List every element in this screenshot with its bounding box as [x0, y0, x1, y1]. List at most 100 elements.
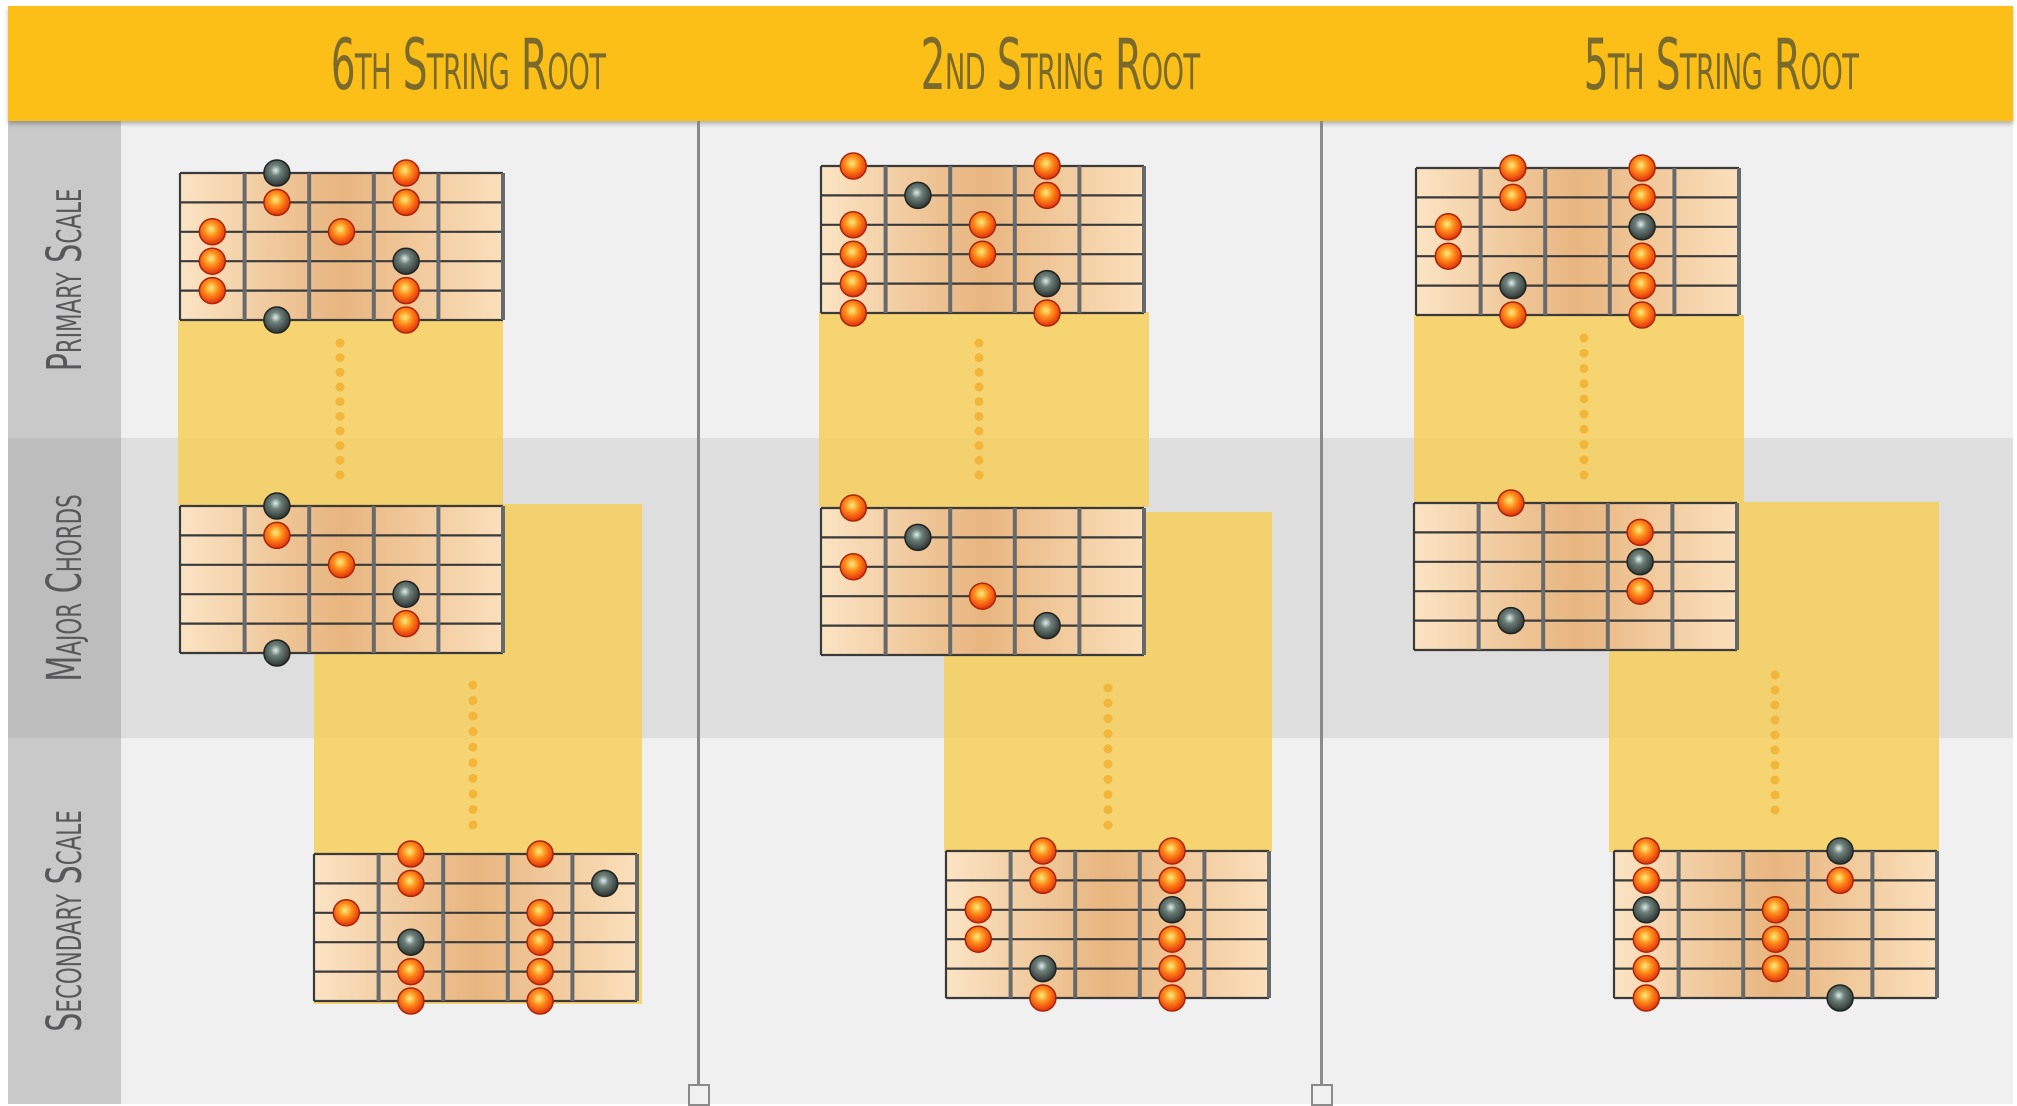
dotted-connector-0-0-9 — [335, 470, 345, 480]
fretboard-c2-r0-note-dot-2 — [1499, 183, 1527, 212]
fretboard-c2-r2-note-dot-3 — [1826, 866, 1854, 895]
fretboard-c0-r2-note-dot-7 — [526, 928, 554, 956]
dotted-connector-2-0-7 — [1579, 440, 1589, 450]
fretboard-c0-r0-root-dot-10 — [263, 306, 291, 334]
column-divider-1 — [697, 121, 700, 1096]
fretboard-c2-r0-note-dot-1 — [1628, 154, 1656, 182]
column-title-2nd-string: 2nd String Root — [920, 24, 1200, 106]
fretboard-c2-r1 — [1414, 503, 1737, 650]
fretboard-c0-r0 — [180, 173, 503, 320]
fretboard-c2-r0-note-dot-10 — [1499, 301, 1527, 329]
dotted-connector-0-1-2 — [468, 711, 478, 721]
fretboard-c2-r2-note-dot-2 — [1632, 866, 1661, 895]
fretboard-c0-r2-note-dot-5 — [526, 899, 554, 927]
fretboard-c1-r0-note-dot-11 — [1033, 299, 1061, 327]
fretboard-c2-r1-root-dot-4 — [1497, 606, 1525, 635]
dotted-connector-2-0-6 — [1579, 424, 1589, 434]
fretboard-c1-r2-note-dot-7 — [1158, 925, 1186, 953]
fretboard-c2-r0 — [1416, 168, 1739, 315]
dotted-connector-1-1-0 — [1103, 683, 1113, 693]
dotted-connector-2-0-4 — [1579, 394, 1589, 404]
fretboard-c1-r2-note-dot-9 — [1158, 954, 1186, 983]
dotted-connector-2-1-1 — [1770, 685, 1780, 695]
fretboard-c1-r2-note-dot-10 — [1029, 984, 1057, 1012]
fretboard-c0-r0-note-dot-5 — [327, 218, 356, 246]
dotted-connector-2-1-6 — [1770, 760, 1780, 770]
fretboard-c1-r2-root-dot-5 — [1158, 896, 1186, 924]
dotted-connector-1-0-9 — [974, 470, 984, 480]
row-header-major: Major Chords — [8, 438, 121, 738]
fretboard-c0-r0-note-dot-2 — [263, 188, 291, 217]
fretboard-c1-r0-note-dot-6 — [839, 240, 868, 268]
fretboard-c2-r2-root-dot-4 — [1632, 896, 1661, 924]
dotted-connector-1-1-7 — [1103, 790, 1113, 800]
dotted-connector-1-0-4 — [974, 397, 984, 407]
dotted-connector-0-1-0 — [468, 680, 478, 690]
dotted-connector-2-0-8 — [1579, 455, 1589, 465]
fretboard-c2-r1-note-dot-0 — [1497, 489, 1525, 517]
dotted-connector-1-0-2 — [974, 367, 984, 377]
dotted-connector-0-1-8 — [468, 804, 478, 814]
highlight-zone-2-0 — [1414, 315, 1744, 503]
dotted-connector-2-1-9 — [1770, 805, 1780, 815]
fretboard-c0-r1-root-dot-3 — [392, 580, 420, 608]
dotted-connector-2-1-2 — [1770, 700, 1780, 710]
dotted-connector-2-1-7 — [1770, 775, 1780, 785]
fretboard-c0-r1-root-dot-5 — [263, 639, 291, 667]
fretboard-c0-r1-root-dot-0 — [263, 492, 291, 520]
fretboard-c0-r0-note-dot-1 — [392, 159, 420, 187]
dotted-connector-1-1-5 — [1103, 759, 1113, 769]
dotted-connector-2-1-8 — [1770, 790, 1780, 800]
dotted-connector-1-1-8 — [1103, 805, 1113, 815]
fretboard-c1-r1 — [821, 508, 1144, 655]
dotted-connector-1-0-7 — [974, 441, 984, 451]
fretboard-c2-r0-note-dot-7 — [1628, 242, 1656, 270]
fretboard-c1-r0-note-dot-10 — [839, 299, 868, 327]
fretboard-c2-r2-root-dot-1 — [1826, 837, 1854, 865]
dotted-connector-1-1-1 — [1103, 698, 1113, 708]
fretboard-c2-r2-note-dot-5 — [1761, 896, 1790, 924]
fretboard-c0-r0-root-dot-7 — [392, 247, 420, 275]
dotted-connector-0-1-4 — [468, 742, 478, 752]
fretboard-c0-r0-note-dot-6 — [198, 247, 227, 275]
fretboard-c0-r2-note-dot-0 — [397, 840, 425, 868]
dotted-connector-0-0-7 — [335, 441, 345, 451]
fretboard-c1-r2-note-dot-1 — [1158, 837, 1186, 865]
fretboard-c0-r2-note-dot-2 — [397, 869, 425, 898]
fretboard-c2-r0-root-dot-5 — [1628, 213, 1656, 241]
dotted-connector-0-1-3 — [468, 727, 478, 737]
fretboard-c0-r0-note-dot-9 — [392, 276, 420, 305]
dotted-connector-1-1-3 — [1103, 729, 1113, 739]
fretboard-c2-r0-note-dot-6 — [1434, 242, 1463, 270]
fretboard-c1-r1-root-dot-1 — [904, 523, 932, 552]
fretboard-c2-r1-note-dot-1 — [1626, 518, 1654, 547]
fretboard-c2-r2-root-dot-11 — [1826, 984, 1854, 1012]
dotted-connector-0-1-9 — [468, 820, 478, 830]
dotted-connector-2-0-1 — [1579, 348, 1589, 358]
fretboard-c2-r0-root-dot-8 — [1499, 271, 1527, 300]
fretboard-c1-r0-note-dot-4 — [839, 211, 868, 239]
fretboard-c2-r0-note-dot-4 — [1434, 213, 1463, 241]
fretboard-c2-r1-root-dot-2 — [1626, 548, 1654, 576]
fretboard-c1-r1-note-dot-3 — [968, 582, 997, 610]
dotted-connector-0-0-1 — [335, 353, 345, 363]
fretboard-c2-r2-note-dot-7 — [1761, 925, 1790, 953]
dotted-connector-0-0-5 — [335, 411, 345, 421]
highlight-zone-1-0 — [819, 312, 1149, 507]
fretboard-c1-r2-note-dot-0 — [1029, 837, 1057, 865]
fretboard-c0-r2-note-dot-8 — [397, 957, 425, 986]
dotted-connector-2-0-5 — [1579, 409, 1589, 419]
dotted-connector-2-0-3 — [1579, 379, 1589, 389]
fretboard-c2-r0-note-dot-0 — [1499, 154, 1527, 182]
dotted-connector-2-0-9 — [1579, 470, 1589, 480]
fretboard-c0-r0-root-dot-0 — [263, 159, 291, 187]
fretboard-c2-r2-note-dot-0 — [1632, 837, 1661, 865]
fretboard-c0-r1-note-dot-2 — [327, 551, 356, 579]
dotted-connector-1-0-1 — [974, 353, 984, 363]
fretboard-c0-r2-note-dot-11 — [526, 987, 554, 1015]
fretboard-c1-r0-note-dot-8 — [839, 269, 868, 298]
dotted-connector-0-0-4 — [335, 397, 345, 407]
dotted-connector-0-0-3 — [335, 382, 345, 392]
dotted-connector-2-1-3 — [1770, 715, 1780, 725]
